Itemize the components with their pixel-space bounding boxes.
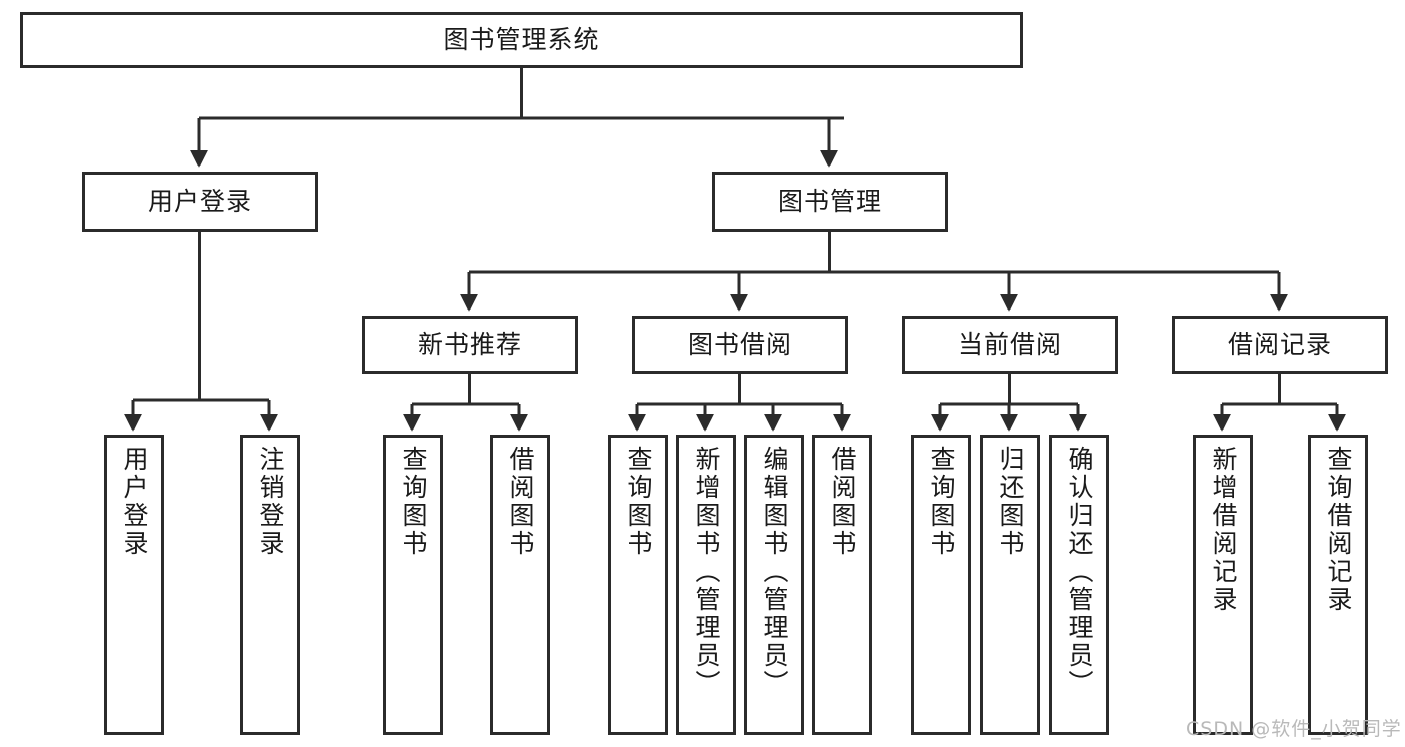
node-label: 图书借阅 — [687, 330, 792, 360]
node-label: 图书管理 — [777, 187, 882, 217]
node-label: 借阅记录 — [1227, 330, 1332, 360]
leaf-current-confirm-return-admin[interactable]: 确认归还（管理员） — [1049, 435, 1109, 735]
leaf-user-login-login[interactable]: 用户登录 — [104, 435, 164, 735]
leaf-label: 注销登录 — [256, 446, 285, 558]
node-book-management[interactable]: 图书管理 — [712, 172, 948, 232]
leaf-label: 新增借阅记录 — [1209, 446, 1238, 614]
leaf-label: 编辑图书（管理员） — [760, 446, 789, 698]
leaf-borrow-edit-book-admin[interactable]: 编辑图书（管理员） — [744, 435, 804, 735]
node-label: 当前借阅 — [957, 330, 1062, 360]
leaf-records-add-record[interactable]: 新增借阅记录 — [1193, 435, 1253, 735]
node-label: 新书推荐 — [417, 330, 522, 360]
leaf-label: 归还图书 — [996, 446, 1025, 558]
node-label: 用户登录 — [147, 187, 252, 217]
node-new-book-recommend[interactable]: 新书推荐 — [362, 316, 578, 374]
node-user-login[interactable]: 用户登录 — [82, 172, 318, 232]
leaf-label: 查询借阅记录 — [1324, 446, 1353, 614]
leaf-label: 查询图书 — [927, 446, 956, 558]
leaf-label: 用户登录 — [120, 446, 149, 558]
leaf-label: 借阅图书 — [506, 446, 535, 558]
leaf-borrow-borrow-book[interactable]: 借阅图书 — [812, 435, 872, 735]
node-borrow-records[interactable]: 借阅记录 — [1172, 316, 1388, 374]
node-book-borrow[interactable]: 图书借阅 — [632, 316, 848, 374]
leaf-records-query-record[interactable]: 查询借阅记录 — [1308, 435, 1368, 735]
leaf-label: 确认归还（管理员） — [1065, 446, 1094, 698]
node-current-borrow[interactable]: 当前借阅 — [902, 316, 1118, 374]
leaf-recommend-query-book[interactable]: 查询图书 — [383, 435, 443, 735]
node-root-system[interactable]: 图书管理系统 — [20, 12, 1023, 68]
leaf-label: 新增图书（管理员） — [692, 446, 721, 698]
leaf-label: 查询图书 — [624, 446, 653, 558]
leaf-borrow-add-book-admin[interactable]: 新增图书（管理员） — [676, 435, 736, 735]
leaf-label: 查询图书 — [399, 446, 428, 558]
leaf-user-login-logout[interactable]: 注销登录 — [240, 435, 300, 735]
leaf-borrow-query-book[interactable]: 查询图书 — [608, 435, 668, 735]
leaf-current-return-book[interactable]: 归还图书 — [980, 435, 1040, 735]
node-label: 图书管理系统 — [443, 25, 600, 55]
leaf-recommend-borrow-book[interactable]: 借阅图书 — [490, 435, 550, 735]
leaf-current-query-book[interactable]: 查询图书 — [911, 435, 971, 735]
watermark-text: CSDN @软件_小贺同学 — [1186, 718, 1402, 740]
leaf-label: 借阅图书 — [828, 446, 857, 558]
